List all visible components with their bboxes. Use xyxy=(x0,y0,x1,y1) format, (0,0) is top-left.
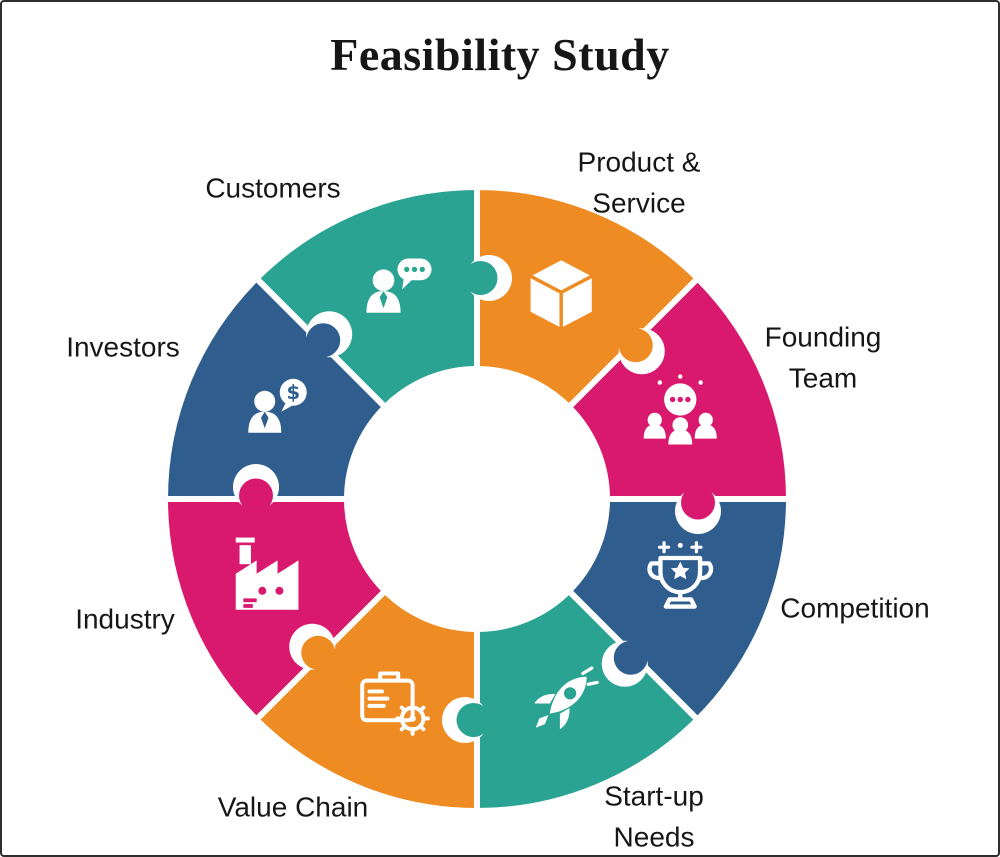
knob-product-service xyxy=(618,328,653,363)
label-value-chain: Value Chain xyxy=(217,791,369,823)
label-competition: Competition xyxy=(780,592,930,624)
segment-startup-needs xyxy=(474,587,701,814)
segment-customers xyxy=(253,184,480,411)
cube-icon xyxy=(527,256,596,332)
label-founding-team: Founding Team xyxy=(764,321,882,393)
knob-investors xyxy=(306,323,341,358)
label-product-service: Product & Service xyxy=(577,146,701,218)
label-investors: Investors xyxy=(66,331,180,363)
knob-industry xyxy=(239,478,273,513)
segment-investors xyxy=(162,275,389,502)
knob-value-chain xyxy=(301,635,336,670)
knob-startup-needs xyxy=(456,703,491,737)
label-customers: Customers xyxy=(205,172,341,204)
segment-value-chain xyxy=(253,587,480,814)
puzzle-segments xyxy=(162,184,792,814)
page-title: Feasibility Study xyxy=(330,29,670,80)
knob-competition xyxy=(613,640,648,675)
puzzle-knobs xyxy=(233,255,721,743)
label-startup-needs: Start-up Needs xyxy=(604,780,704,852)
knob-founding-team xyxy=(681,485,715,520)
knob-customers xyxy=(463,261,498,295)
segment-competition xyxy=(565,496,792,723)
label-industry: Industry xyxy=(75,603,175,635)
